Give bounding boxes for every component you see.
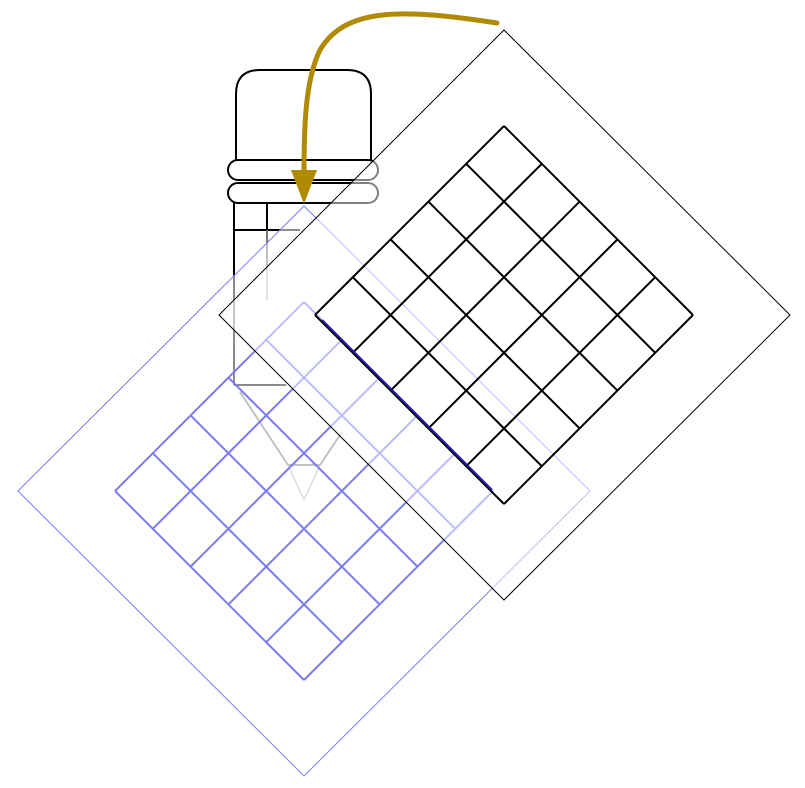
- background-grid-line-b-4: [152, 452, 343, 643]
- foreground-grid-line-a-2: [389, 200, 581, 392]
- overlap-edge: [321, 319, 493, 491]
- foreground-grid: [314, 125, 694, 505]
- foreground-grid-line-a-5: [503, 314, 694, 505]
- foreground-grid-line-b-2: [427, 200, 619, 392]
- pencil-cap: [235, 69, 372, 160]
- foreground-grid-line-b-4: [352, 276, 543, 467]
- foreground-grid-line-a-4: [465, 276, 656, 467]
- transfer-arrow: [291, 11, 500, 204]
- foreground-grid-line-b-3: [389, 238, 581, 430]
- foreground-sheet-border: [218, 29, 791, 601]
- foreground-grid-line-a-3: [427, 238, 619, 430]
- arrowhead-icon: [291, 170, 317, 204]
- background-grid-line-b-5: [114, 490, 305, 681]
- background-grid-line-b-3: [189, 414, 381, 606]
- foreground-grid-line-b-1: [465, 163, 656, 354]
- foreground-grid-line-b-5: [314, 314, 505, 505]
- arrow-curve: [301, 11, 500, 175]
- foreground-grid-line-a-0: [314, 125, 505, 316]
- foreground-sheet: [218, 29, 791, 601]
- background-grid-line-b-2: [227, 376, 419, 568]
- foreground-grid-line-b-0: [503, 125, 694, 316]
- foreground-grid-line-a-1: [352, 163, 543, 354]
